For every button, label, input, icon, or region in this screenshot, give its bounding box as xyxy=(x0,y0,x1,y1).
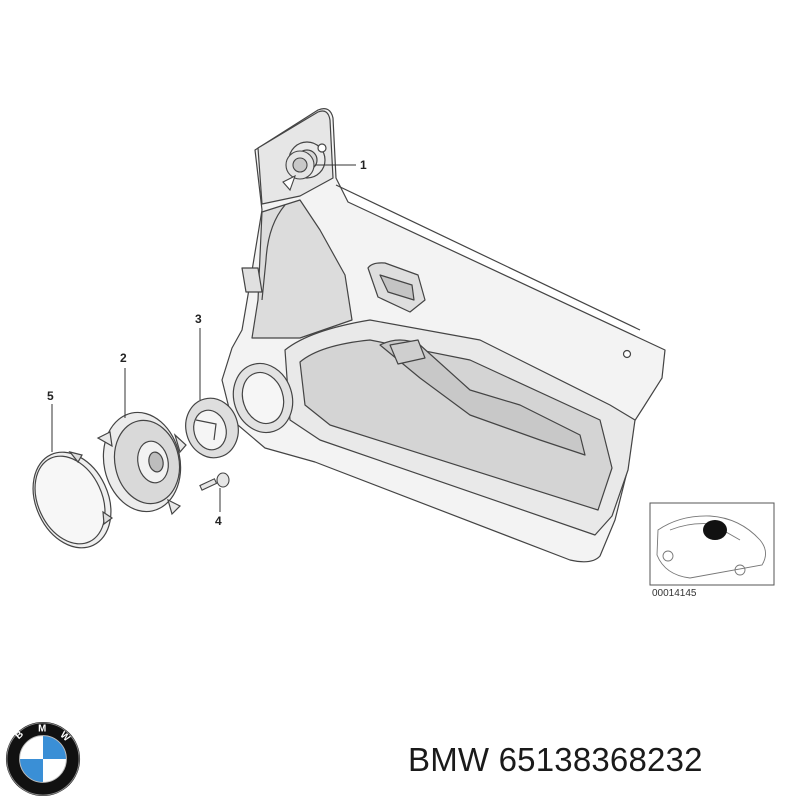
callout-3: 3 xyxy=(195,312,202,326)
part-3-speaker-ring xyxy=(185,397,239,459)
car-outline xyxy=(656,515,766,579)
bmw-logo: B M W xyxy=(5,721,81,797)
part-4-screw xyxy=(199,472,230,491)
locator-thumbnail: 00014145 xyxy=(649,502,775,599)
callout-5: 5 xyxy=(47,389,54,403)
trim-clip xyxy=(241,267,263,293)
reference-code: 00014145 xyxy=(652,588,697,599)
part-number-caption: BMW 65138368232 xyxy=(408,741,703,778)
tweeter-cable xyxy=(261,204,286,301)
callout-2: 2 xyxy=(120,351,127,365)
logo-letter-m: M xyxy=(38,724,46,735)
part-2-speaker xyxy=(96,411,187,516)
callout-4: 4 xyxy=(215,514,222,528)
locator-highlight xyxy=(703,520,727,540)
grab-handle-recess xyxy=(299,339,613,511)
upper-trim-recess xyxy=(251,199,353,339)
door-panel xyxy=(221,108,666,563)
part-5-speaker-cover xyxy=(32,450,114,549)
trim-plug xyxy=(622,349,632,359)
callout-1: 1 xyxy=(360,158,367,172)
leader-lines xyxy=(51,164,356,512)
window-switch-cutout xyxy=(389,339,426,365)
part-1-tweeter xyxy=(282,150,315,192)
